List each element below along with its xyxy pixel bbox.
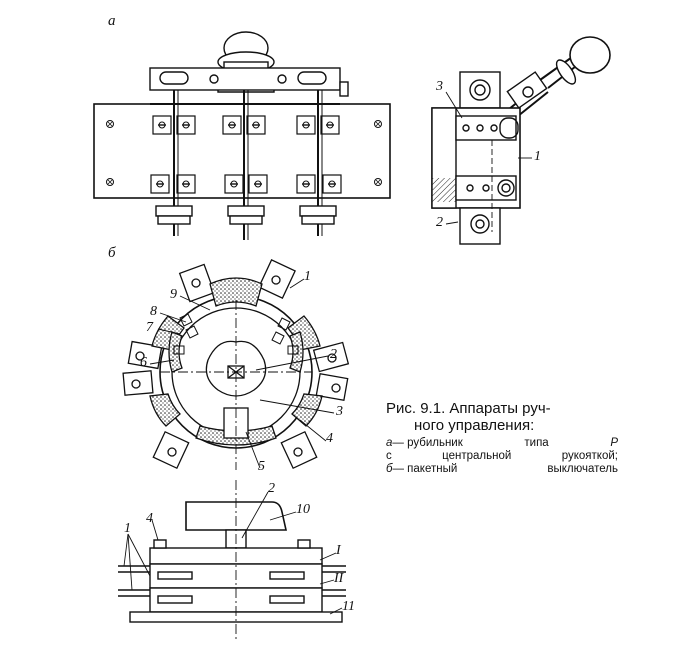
packet-switch-top-view	[122, 259, 350, 470]
caption-item-b-letter: б	[386, 463, 393, 475]
callout-top-6: 6	[140, 355, 147, 370]
caption-item-a-line1: а— рубильник типа Р	[386, 437, 618, 450]
callout-top-5: 5	[258, 459, 265, 474]
callout-top-2: 2	[330, 347, 337, 362]
caption-item-a-word5: центральной	[442, 450, 512, 462]
caption-item-b-line: б— пакетный выключатель	[386, 463, 618, 476]
callout-top-9: 9	[170, 287, 177, 302]
callout-side-3: 3	[436, 79, 443, 94]
callout-side-bottom-I: I	[336, 543, 341, 558]
caption-item-a-word2: типа	[524, 437, 549, 449]
callout-top-1: 1	[304, 269, 311, 284]
knife-switch-front-view	[93, 31, 391, 240]
callout-side-bottom-1: 1	[124, 521, 131, 536]
caption-items: а— рубильник типа Р с центральной рукоят…	[386, 437, 618, 476]
caption-item-a-word4: с	[386, 450, 392, 462]
caption-title-line1: Рис. 9.1. Аппараты руч-	[386, 400, 551, 417]
panel-label-b: б	[108, 245, 116, 261]
callout-side-bottom-4: 4	[146, 511, 153, 526]
caption-item-b-word2: выключатель	[547, 463, 618, 475]
callout-side-1: 1	[534, 149, 541, 164]
caption-item-a-letter: а	[386, 437, 393, 449]
callout-side-bottom-11: 11	[342, 599, 355, 614]
caption-title: Рис. 9.1. Аппараты руч- ного управления:	[386, 400, 618, 434]
callout-side-2: 2	[436, 215, 443, 230]
panel-label-a: а	[108, 13, 116, 29]
callout-top-8: 8	[150, 304, 157, 319]
callout-top-3: 3	[336, 404, 343, 419]
caption-item-a-line2: с центральной рукояткой;	[386, 450, 618, 463]
callout-side-bottom-II: II	[334, 571, 344, 586]
caption-item-b-word1: — пакетный	[392, 463, 458, 475]
callout-leaders	[123, 91, 532, 615]
callout-top-7: 7	[146, 320, 153, 335]
figure-caption: Рис. 9.1. Аппараты руч- ного управления:…	[386, 400, 618, 476]
caption-item-a-word1: — рубильник	[392, 437, 463, 449]
caption-item-a-word6: рукояткой;	[561, 450, 618, 462]
knife-switch-side-view	[431, 36, 611, 245]
packet-switch-side-view	[118, 480, 346, 640]
caption-title-line2: ного управления:	[414, 417, 535, 434]
callout-side-bottom-2: 2	[268, 481, 275, 496]
callout-side-bottom-10: 10	[296, 502, 310, 517]
caption-item-a-word3: Р	[610, 437, 618, 449]
callout-top-4: 4	[326, 431, 333, 446]
